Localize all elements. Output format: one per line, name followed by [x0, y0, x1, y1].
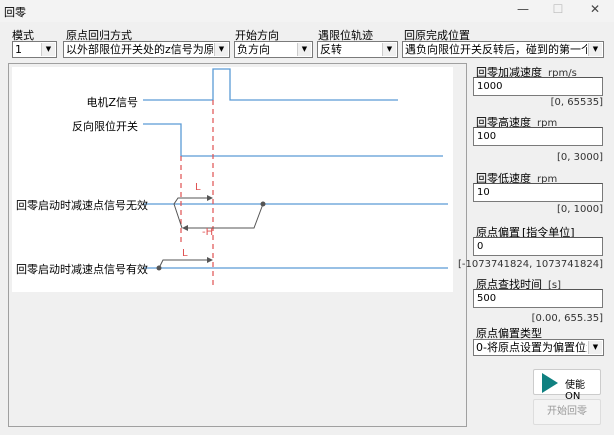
start-dot	[260, 201, 266, 207]
maximize-button[interactable]: ☐	[552, 2, 564, 16]
accel-input[interactable]: 1000	[473, 77, 603, 96]
h-label: -H	[202, 227, 214, 238]
enable-label: 使能ON	[565, 380, 585, 402]
reverse-limit-line	[143, 123, 443, 157]
offset-range: [-1073741824, 1073741824]	[457, 259, 603, 270]
search-time-label: 原点查找时间[s]	[476, 278, 562, 291]
chevron-down-icon: ▼	[588, 341, 602, 354]
finish-pos-value: 遇负向限位开关反转后，碰到的第一个电机	[405, 43, 587, 56]
start-dot	[156, 265, 162, 271]
search-time-input[interactable]: 500	[473, 289, 603, 308]
mode-label: 模式	[12, 29, 34, 42]
finish-pos-select[interactable]: 遇负向限位开关反转后，碰到的第一个电机▼	[402, 41, 604, 58]
offset-type-value: 0-将原点设置为偏置位置	[476, 341, 587, 354]
diagram-panel	[8, 63, 467, 427]
decel-invalid-label: 回零启动时减速点信号无效	[16, 199, 148, 212]
accel-range: [0, 65535]	[550, 97, 603, 108]
chevron-down-icon: ▼	[214, 43, 228, 56]
arrow-head	[207, 195, 213, 201]
window-title: 回零	[4, 6, 26, 19]
offset-label: 原点偏置[指令单位]	[476, 226, 575, 239]
arrow-head	[182, 225, 188, 231]
mode-select[interactable]: 1▼	[12, 41, 57, 58]
chevron-down-icon: ▼	[382, 43, 396, 56]
direction-select[interactable]: 负方向 ▼	[234, 41, 313, 58]
direction-value: 负方向	[237, 43, 270, 56]
mode-value: 1	[15, 43, 22, 56]
offset-input[interactable]: 0	[473, 237, 603, 256]
low-speed-range: [0, 1000]	[557, 204, 603, 215]
invalid-track-return	[184, 203, 264, 229]
start-homing-button[interactable]: 开始回零	[533, 399, 601, 425]
close-button[interactable]: ✕	[589, 2, 601, 16]
limit-track-label: 遇限位轨迹	[318, 29, 373, 42]
valid-track	[158, 259, 210, 269]
method-value: 以外部限位开关处的z信号为原点	[66, 43, 213, 56]
z-signal-line	[143, 68, 398, 101]
chevron-down-icon: ▼	[297, 43, 311, 56]
low-speed-input[interactable]: 10	[473, 183, 603, 202]
enable-button[interactable]: 使能ON	[533, 369, 601, 402]
method-select[interactable]: 以外部限位开关处的z信号为原点▼	[63, 41, 230, 58]
finish-pos-label: 回原完成位置	[404, 29, 470, 42]
search-time-range: [0.00, 655.35]	[531, 313, 603, 324]
z-signal-label: 电机Z信号	[86, 96, 138, 109]
reverse-limit-label: 反向限位开关	[72, 120, 138, 133]
offset-type-label: 原点偏置类型	[476, 327, 542, 340]
limit-track-select[interactable]: 反转 ▼	[317, 41, 398, 58]
limit-track-value: 反转	[320, 43, 342, 56]
decel-valid-label: 回零启动时减速点信号有效	[16, 263, 148, 276]
l-label: L	[182, 248, 188, 259]
chevron-down-icon: ▼	[588, 43, 602, 56]
timing-diagram: 电机Z信号 反向限位开关 回零启动时减速点信号无效 回零启动时减速点信号有效 L…	[12, 67, 453, 292]
offset-type-select[interactable]: 0-将原点设置为偏置位置▼	[473, 339, 604, 356]
high-speed-input[interactable]: 100	[473, 127, 603, 146]
play-icon	[542, 373, 558, 393]
direction-label: 开始方向	[235, 29, 279, 42]
l-label: L	[195, 182, 201, 193]
minimize-button[interactable]: —	[517, 2, 529, 16]
arrow-head	[207, 257, 213, 263]
chevron-down-icon: ▼	[41, 43, 55, 56]
title-bar: 回零 — ☐ ✕	[0, 0, 614, 22]
high-speed-range: [0, 3000]	[557, 152, 603, 163]
method-label: 原点回归方式	[66, 29, 132, 42]
invalid-track-forward	[173, 197, 210, 229]
